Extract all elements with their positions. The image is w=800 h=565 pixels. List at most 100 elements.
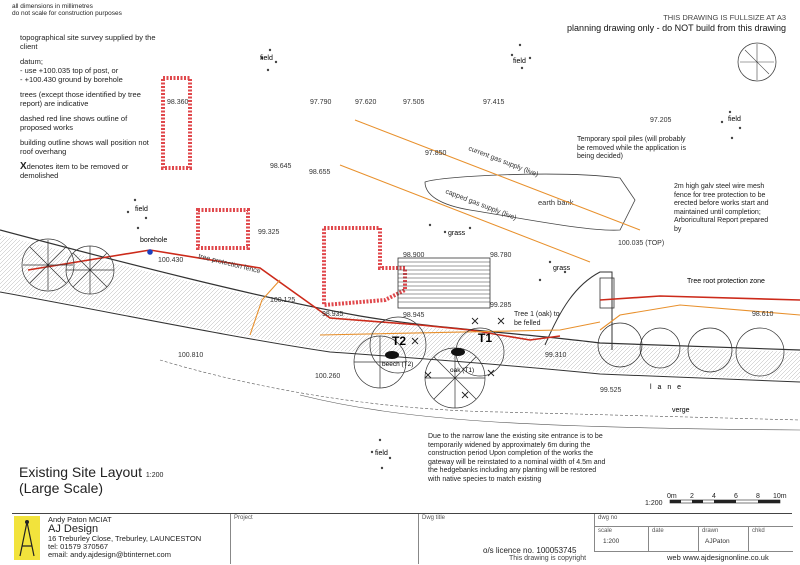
level-98655: 98.655: [309, 169, 331, 176]
tree-protection-fence: [27, 249, 800, 341]
dwg-no-cell: dwg no: [594, 514, 793, 527]
drawn-cell: drawn AJPaton: [698, 527, 749, 552]
level-100260: 100.260: [315, 373, 340, 380]
drawn-label: drawn: [702, 528, 719, 534]
site-plan: earth bank current gas supply (live) cap…: [0, 42, 800, 470]
fence-label: tree protection fence: [198, 253, 262, 275]
chkd-cell: chkd: [748, 527, 793, 552]
date-label: date: [652, 528, 664, 534]
note-survey: topographical site survey supplied by th…: [20, 33, 156, 51]
fullsize-note: THIS DRAWING IS FULLSIZE AT A3: [663, 13, 786, 22]
dwg-title-label: Dwg title: [422, 515, 446, 521]
grass-label-2: grass: [553, 265, 571, 272]
level-98945: 98.945: [403, 312, 425, 319]
verge-label: verge: [672, 407, 690, 414]
scalebar-ratio: 1:200: [645, 500, 663, 507]
tree-t1-label: T1: [478, 331, 492, 345]
scale-value: 1:200: [603, 538, 620, 545]
level-97620: 97.620: [355, 99, 377, 106]
level-99285: 99.285: [490, 302, 512, 309]
hedgerow-trees: [21, 238, 785, 409]
scale-tick-2: 2: [690, 493, 694, 500]
level-99325: 99.325: [258, 229, 280, 236]
drawing-title-scale: 1:200: [145, 472, 164, 479]
tree-trunks: [385, 348, 465, 359]
level-100810: 100.810: [178, 352, 203, 359]
level-100035: 100.035 (TOP): [618, 240, 664, 247]
level-97505: 97.505: [403, 99, 425, 106]
site-entrance: [544, 271, 613, 350]
borehole-marker: [147, 249, 153, 255]
current-gas-line: [354, 119, 641, 231]
level-97790: 97.790: [310, 99, 332, 106]
lane-edge: [159, 359, 800, 421]
field-label-1: field: [260, 55, 273, 62]
note-datum-2: - +100.430 ground by borehole: [20, 75, 123, 84]
scale-tick-0: 0m: [667, 493, 677, 500]
website: web www.ajdesignonline.co.uk: [667, 553, 769, 562]
spot-levels: 98.360 97.790 97.620 97.505 97.415 97.20…: [158, 99, 774, 394]
gas-capped-label: capped gas supply (live): [444, 188, 517, 222]
field-label-5: field: [375, 450, 388, 457]
planning-note: planning drawing only - do NOT build fro…: [567, 23, 786, 33]
level-98360: 98.360: [167, 99, 189, 106]
root-protection-zone: [249, 279, 800, 336]
field-label-2: field: [513, 58, 526, 65]
note-datum-1: - use +100.035 top of post, or: [20, 66, 119, 75]
field-label-4: field: [135, 206, 148, 213]
note-dashed: dashed red line shows outline of propose…: [20, 114, 128, 132]
level-98780: 98.780: [490, 252, 512, 259]
compass-logo-icon: [14, 516, 40, 560]
email: email: andy.ajdesign@btinternet.com: [48, 550, 171, 559]
scale-label: scale: [598, 528, 613, 534]
company: AJ Design: [48, 523, 99, 535]
level-99310: 99.310: [545, 352, 567, 359]
drawing-title: Existing Site Layout 1:200: [19, 465, 163, 483]
title-block: Andy Paton MCIAT AJ Design 16 Treburley …: [12, 513, 793, 564]
scale-tick-8: 8: [756, 493, 760, 500]
dwg-no-label: dwg no: [598, 515, 618, 521]
drawing-title-text: Existing Site Layout: [19, 464, 142, 480]
root-zone-label: Tree root protection zone: [687, 278, 765, 285]
level-99525: 99.525: [600, 387, 622, 394]
level-97205: 97.205: [650, 117, 672, 124]
scale-tick-6: 6: [734, 493, 738, 500]
scale-tick-10: 10m: [773, 493, 787, 500]
remove-marks: [411, 317, 505, 399]
remove-symbol: X: [20, 161, 27, 172]
chkd-label: chkd: [752, 528, 765, 534]
note-remove: denotes item to be removed or demolished: [20, 162, 129, 180]
capped-gas-line: [339, 164, 591, 263]
oak-label: oak (T1): [450, 367, 474, 374]
verge-edge: [299, 394, 800, 431]
earth-bank-label: earth bank: [538, 198, 574, 207]
level-97850: 97.850: [425, 150, 447, 157]
hedge-top-line: [0, 229, 800, 351]
tree1-note: Tree 1 (oak) to be felled: [514, 311, 560, 327]
spoil-note: Temporary spoil piles (will probably be …: [577, 136, 686, 160]
level-100430: 100.430: [158, 257, 183, 264]
hedge-bottom-line: [0, 291, 800, 383]
drawn-value: AJPaton: [705, 538, 730, 545]
author: Andy Paton MCIAT: [48, 515, 112, 524]
project-cell: Project: [230, 514, 419, 564]
copyright-note: This drawing is copyright: [509, 555, 587, 562]
beech-label: beech (T2): [382, 361, 413, 368]
borehole-label: borehole: [140, 237, 167, 244]
level-100125: 100.125: [270, 297, 295, 304]
level-98900: 98.900: [403, 252, 425, 259]
scale-cell: scale 1:200: [594, 527, 649, 552]
north-arrow-icon: [737, 42, 777, 82]
gatepost: [599, 277, 615, 309]
hedgebank: [0, 235, 800, 380]
scale-note: do not scale for construction purposes: [12, 10, 122, 17]
telephone: tel: 01579 370567: [48, 542, 109, 551]
level-98645: 98.645: [270, 163, 292, 170]
existing-deck: [397, 257, 491, 309]
level-98935: 98.935: [322, 311, 344, 318]
gas-current-label: current gas supply (live): [467, 145, 539, 178]
mesh-fence-note: 2m high galv steel wire mesh fence for t…: [674, 183, 769, 233]
level-98610: 98.610: [752, 311, 774, 318]
earth-bank: [424, 173, 636, 231]
field-label-3: field: [728, 116, 741, 123]
